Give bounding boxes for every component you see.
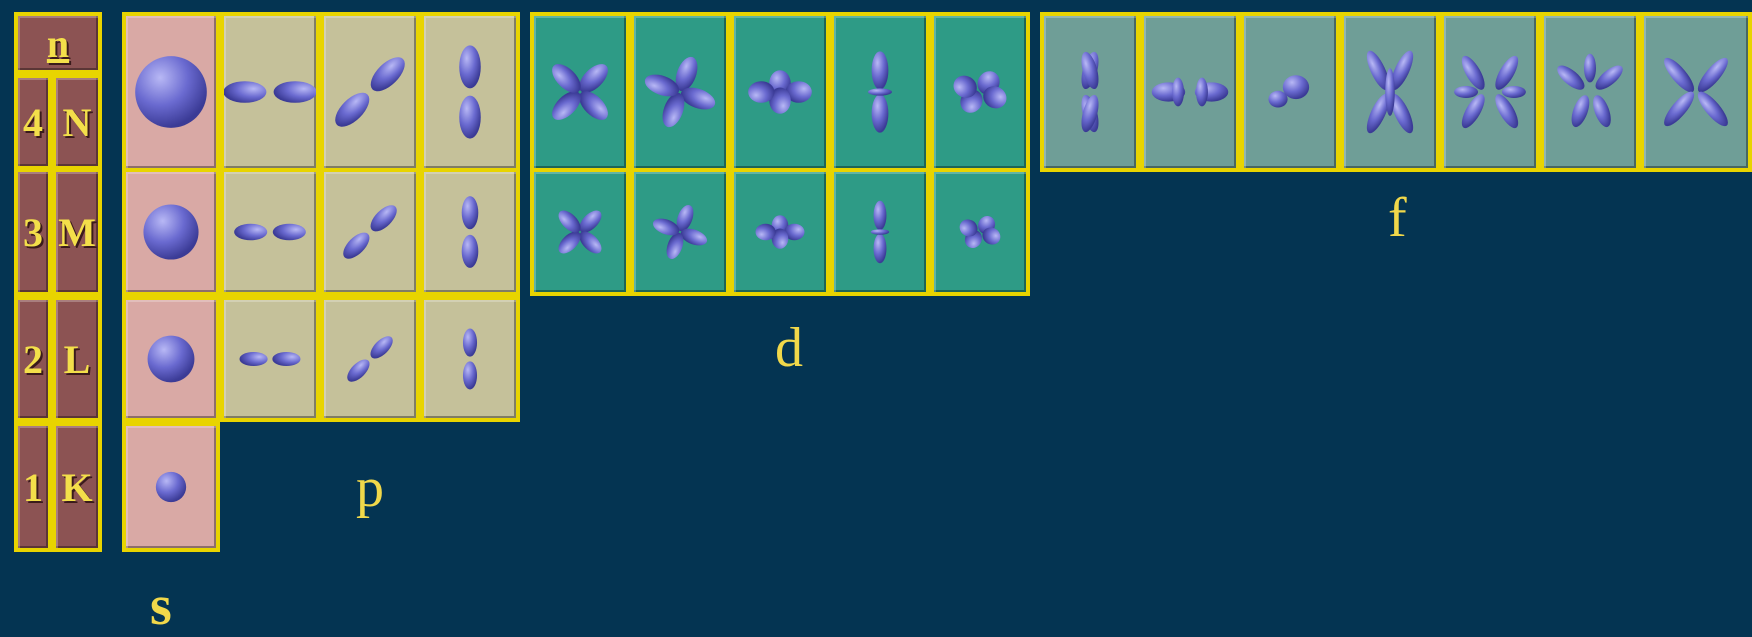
orbital-4d-1-shape [534,16,626,168]
orbital-3d-2 [630,168,730,296]
orbital-4p-3-shape [424,16,516,168]
orbital-4f-3 [1240,12,1340,172]
orbital-4f-6-shape [1544,16,1636,168]
shell-3-letter: M [52,168,102,296]
orbital-4f-4 [1340,12,1440,172]
orbital-2p-3 [420,296,520,422]
orbital-4d-4-shape [834,16,926,168]
orbital-4p-1 [220,12,320,172]
orbital-4d-2 [630,12,730,172]
orbital-4d-5-shape [934,16,1026,168]
header-n-label: n [47,20,69,67]
orbital-4f-4-shape [1344,16,1436,168]
orbital-2p-1-shape [224,300,316,418]
orbital-3d-3-shape [734,172,826,292]
orbital-3d-3 [730,168,830,296]
orbital-4s-1 [122,12,220,172]
orbital-2s-1 [122,296,220,422]
orbital-3p-3 [420,168,520,296]
orbital-4f-1-shape [1044,16,1136,168]
orbital-4d-2-shape [634,16,726,168]
orbital-3p-3-shape [424,172,516,292]
orbital-3d-1-shape [534,172,626,292]
orbital-4p-1-shape [224,16,316,168]
shell-2-number: 2 [14,296,52,422]
orbital-2p-1 [220,296,320,422]
orbital-3p-1-shape [224,172,316,292]
orbital-4f-7 [1640,12,1752,172]
subshell-label-s: s [150,578,172,634]
orbital-4f-2 [1140,12,1240,172]
orbital-2p-2-shape [324,300,416,418]
orbital-1s-1-shape [126,426,216,548]
orbital-2s-1-shape [126,300,216,418]
orbital-4d-5 [930,12,1030,172]
orbital-4f-7-shape [1644,16,1748,168]
orbital-4p-2-shape [324,16,416,168]
orbital-4f-1 [1040,12,1140,172]
orbital-4p-3 [420,12,520,172]
shell-4-letter: N [52,74,102,170]
orbital-4f-6 [1540,12,1640,172]
orbital-2p-3-shape [424,300,516,418]
orbital-1s-1 [122,422,220,552]
shell-1-number: 1 [14,422,52,552]
orbital-4f-5-shape [1444,16,1536,168]
shell-3-number: 3 [14,168,52,296]
orbital-3d-5 [930,168,1030,296]
orbital-4s-1-shape [126,16,216,168]
orbital-3s-1 [122,168,220,296]
orbital-4f-3-shape [1244,16,1336,168]
header-n-cell: n [14,12,102,74]
orbital-4d-1 [530,12,630,172]
orbital-3s-1-shape [126,172,216,292]
subshell-label-d: d [775,320,803,376]
orbital-4p-2 [320,12,420,172]
orbital-2p-2 [320,296,420,422]
orbital-3d-5-shape [934,172,1026,292]
orbital-3p-2-shape [324,172,416,292]
orbital-3p-1 [220,168,320,296]
orbital-4f-5 [1440,12,1540,172]
orbital-3p-2 [320,168,420,296]
orbital-3d-2-shape [634,172,726,292]
shell-1-letter: K [52,422,102,552]
orbital-3d-4-shape [834,172,926,292]
orbital-4d-4 [830,12,930,172]
subshell-label-f: f [1388,190,1407,246]
subshell-label-p: p [356,460,384,516]
orbital-3d-4 [830,168,930,296]
orbital-3d-1 [530,168,630,296]
orbital-4f-2-shape [1144,16,1236,168]
shell-4-number: 4 [14,74,52,170]
orbital-4d-3 [730,12,830,172]
shell-2-letter: L [52,296,102,422]
orbital-4d-3-shape [734,16,826,168]
